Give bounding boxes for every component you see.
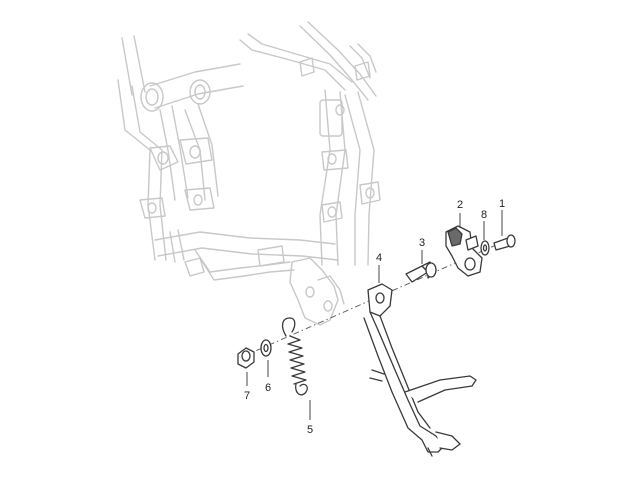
callout-8: 8 <box>481 209 487 221</box>
callout-6: 6 <box>265 382 271 394</box>
part-5-spring[interactable] <box>281 317 308 396</box>
part-4-side-stand[interactable] <box>363 283 477 457</box>
callout-2: 2 <box>457 199 463 211</box>
part-2-switch-bracket[interactable] <box>445 225 483 277</box>
part-3-pivot-bolt[interactable] <box>405 261 437 283</box>
callout-3: 3 <box>419 237 425 249</box>
callout-7: 7 <box>244 390 250 402</box>
part-6-washer[interactable] <box>260 339 272 357</box>
motorcycle-frame <box>117 21 381 326</box>
part-8-washer[interactable] <box>480 240 490 256</box>
callout-4: 4 <box>376 252 382 264</box>
part-7-nut[interactable] <box>237 347 255 369</box>
part-1-screw[interactable] <box>493 234 516 251</box>
callout-5: 5 <box>307 424 313 436</box>
leader-lines <box>246 210 503 420</box>
callout-1: 1 <box>499 198 505 210</box>
